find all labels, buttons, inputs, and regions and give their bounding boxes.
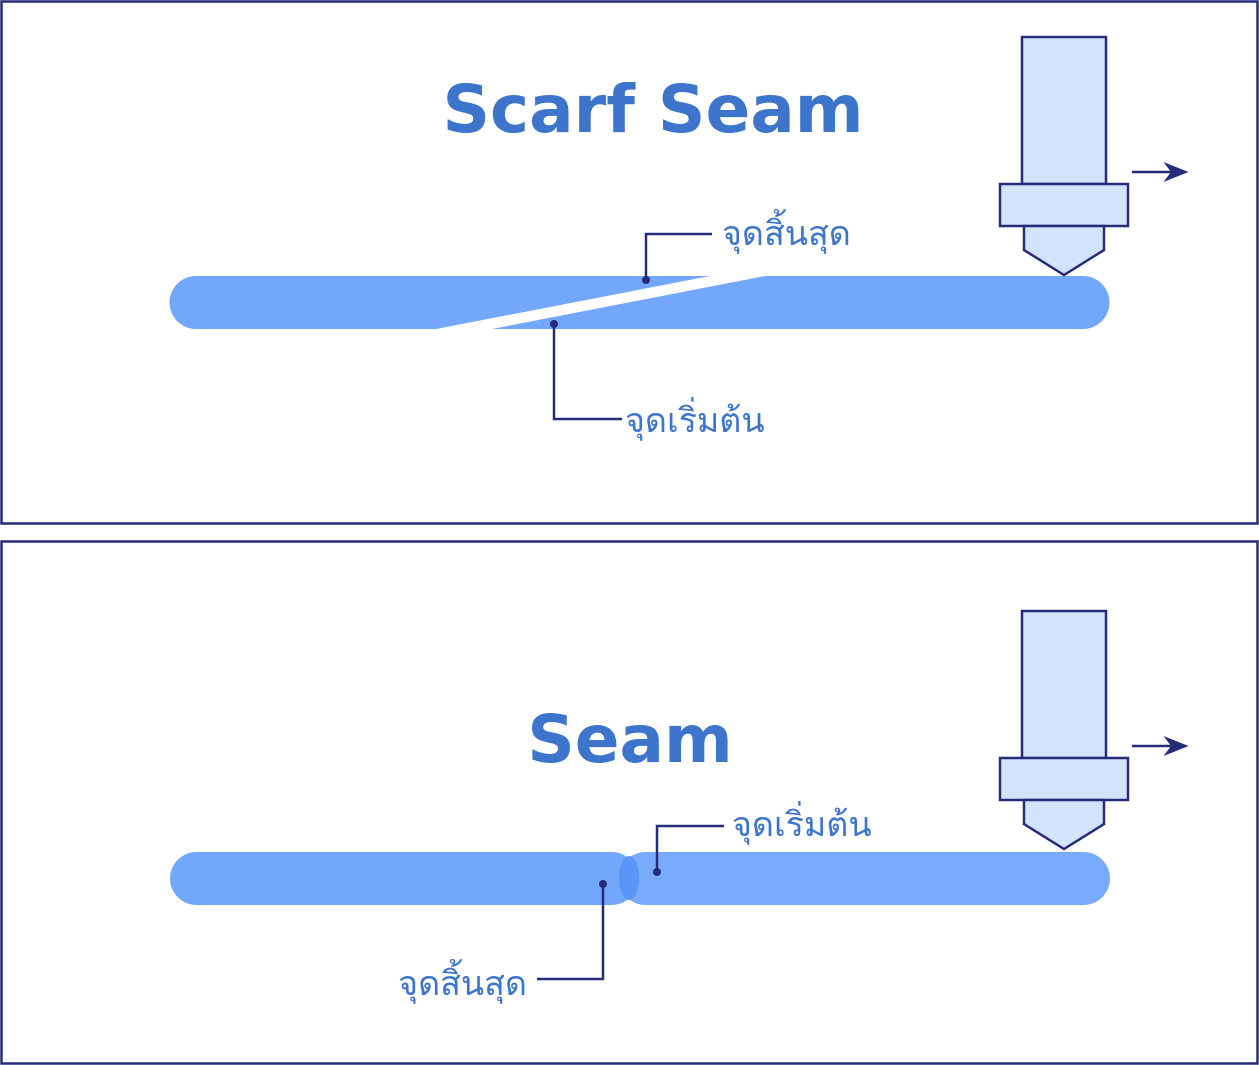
bead-left-segment (169, 276, 710, 329)
scarf-seam-panel: Scarf Seam จุดสิ้นสุด จุดเริ่มต้น (0, 0, 1259, 525)
bead-overlap (619, 856, 639, 900)
start-point-marker (550, 320, 558, 328)
end-point-marker (599, 880, 607, 888)
nozzle-icon (998, 609, 1130, 851)
panel-title: Seam (527, 701, 733, 778)
end-point-marker (642, 276, 650, 284)
nozzle-icon (998, 35, 1130, 277)
end-point-leader (537, 884, 605, 981)
end-point-leader (644, 232, 712, 280)
start-point-marker (653, 868, 661, 876)
bead-right-segment (619, 852, 1110, 905)
start-point-leader (552, 324, 622, 421)
end-point-label: จุดสิ้นสุด (398, 959, 527, 1004)
bead-right-segment (492, 276, 1110, 329)
bead-left-segment (170, 852, 638, 905)
seam-panel: Seam จุดเริ่มต้น จุดสิ้นสุด (0, 540, 1259, 1065)
start-point-label: จุดเริ่มต้น (732, 801, 872, 845)
start-point-leader (655, 824, 724, 872)
end-point-label: จุดสิ้นสุด (722, 209, 851, 254)
start-point-label: จุดเริ่มต้น (625, 397, 765, 441)
panel-title: Scarf Seam (442, 71, 863, 148)
